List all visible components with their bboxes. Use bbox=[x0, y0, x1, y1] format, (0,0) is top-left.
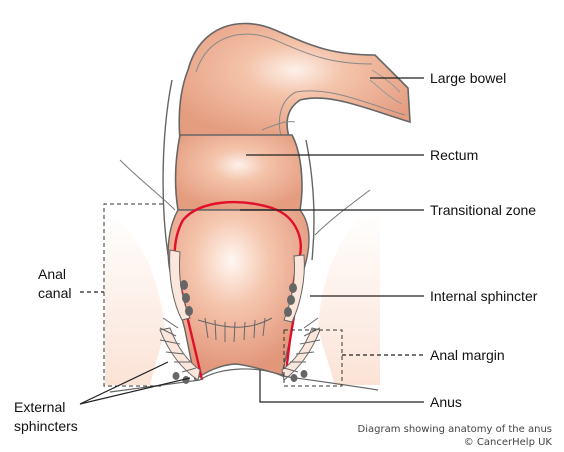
large-bowel-label: Large bowel bbox=[430, 70, 506, 86]
rectum-shape bbox=[176, 135, 302, 210]
left-levator-line bbox=[120, 160, 175, 210]
external-sphincters-label: External sphincters bbox=[14, 398, 78, 436]
anus-label: Anus bbox=[430, 394, 462, 410]
anal-margin-label: Anal margin bbox=[430, 347, 505, 363]
anal-canal-label: Anal canal bbox=[38, 265, 71, 303]
large-bowel-shape bbox=[179, 23, 410, 140]
internal-sphincter-label: Internal sphincter bbox=[430, 288, 537, 304]
caption-title: Diagram showing anatomy of the anus bbox=[358, 424, 553, 435]
rectum-label: Rectum bbox=[430, 147, 478, 163]
transitional-zone-label: Transitional zone bbox=[430, 202, 536, 218]
right-buttock-shading bbox=[318, 210, 380, 385]
left-buttock-shading bbox=[105, 210, 165, 385]
caption-copyright: © CancerHelp UK bbox=[464, 437, 552, 448]
